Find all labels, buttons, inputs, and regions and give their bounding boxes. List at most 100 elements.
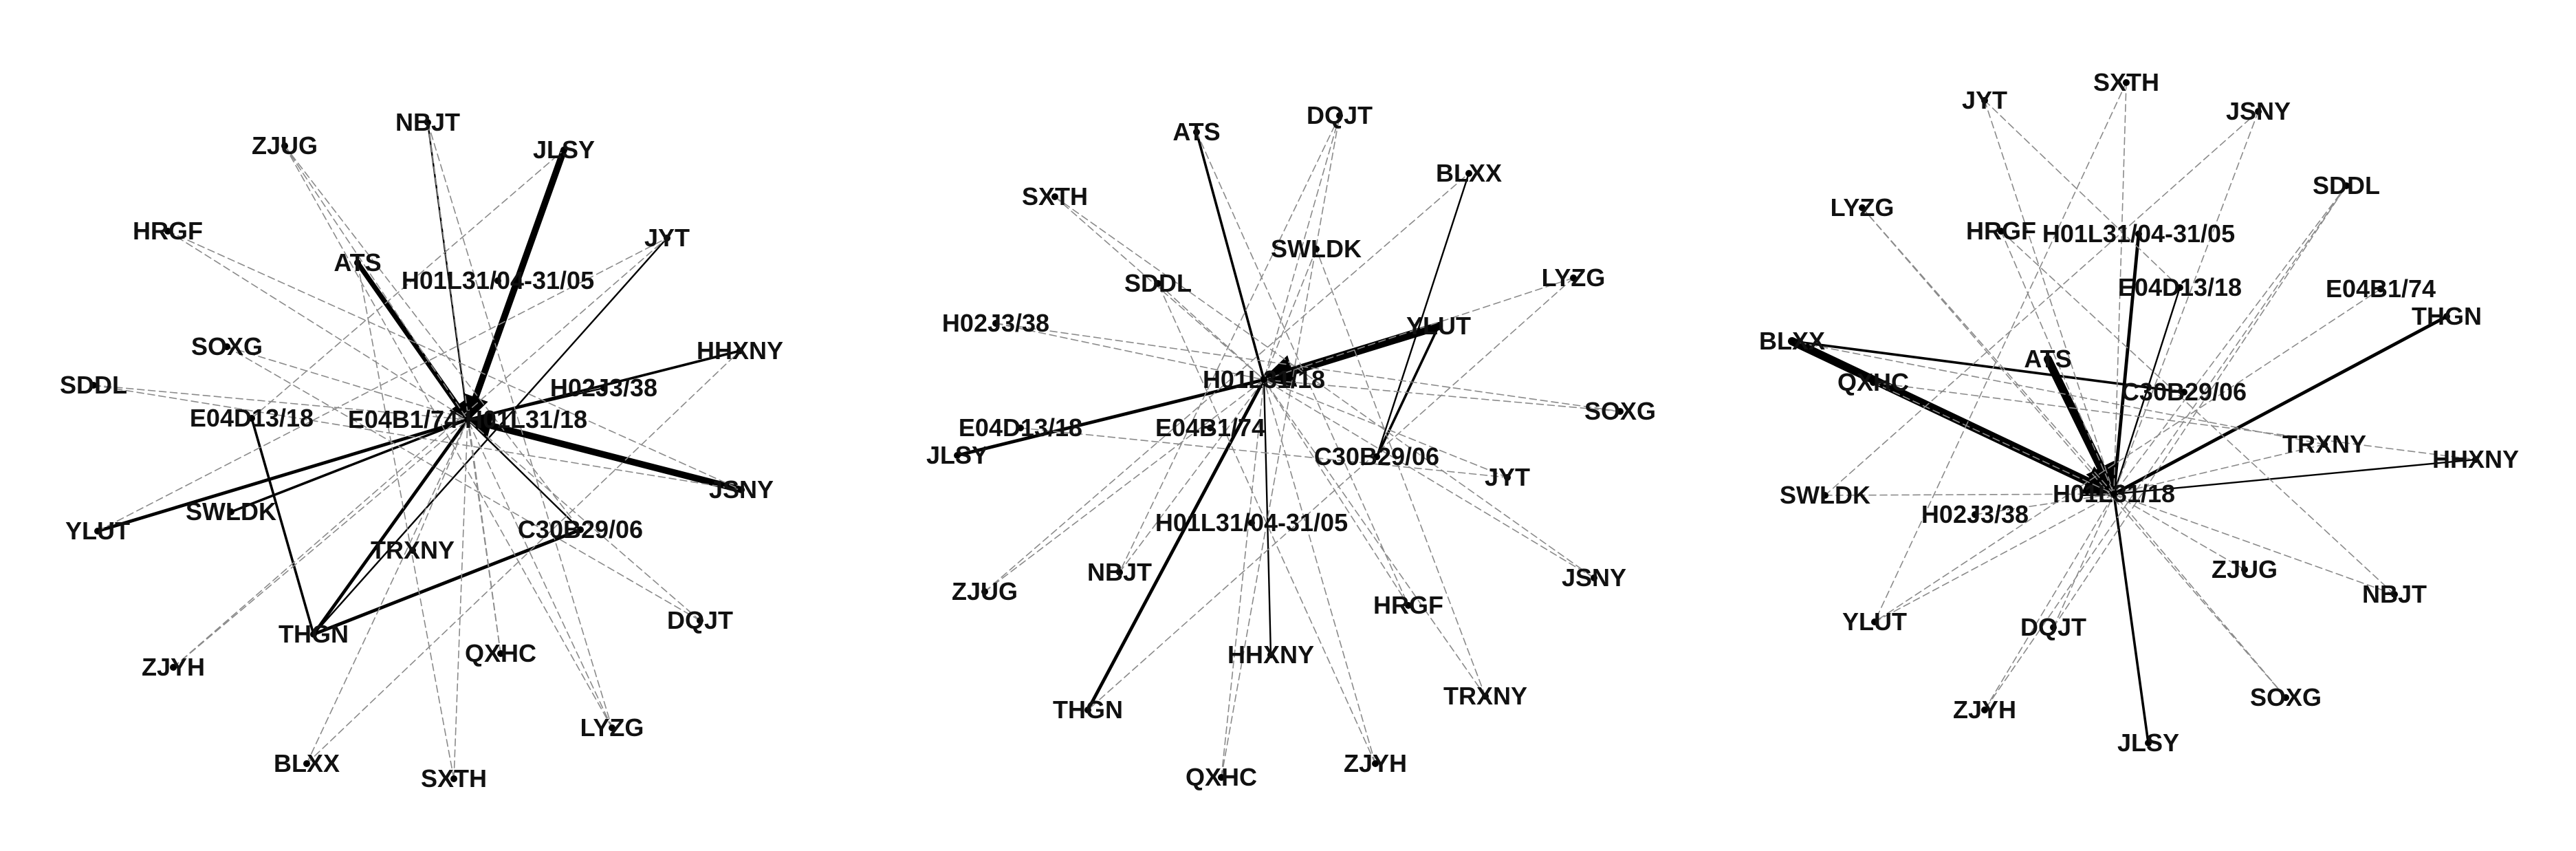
node-label-hhxny: HHXNY	[2432, 445, 2519, 473]
edge-h02j3-to-hub	[995, 323, 1265, 380]
edge-soxg-to-hub	[226, 346, 468, 420]
node-dot-hub	[1260, 376, 1267, 383]
node-label-sxth: SXTH	[1022, 182, 1088, 211]
edge-dqjt-to-sddl	[2053, 185, 2347, 628]
edge-hrgf-to-jsny	[167, 230, 742, 491]
edge-zjyh-to-hub	[173, 419, 468, 668]
node-label-c30b29: C30B29/06	[1314, 442, 1439, 471]
node-dot-nbjt	[2391, 591, 2398, 598]
node-dot-trxny	[2321, 441, 2328, 448]
node-dot-jlsy	[954, 452, 961, 459]
edge-ylut-to-hub	[96, 418, 470, 533]
node-label-ats: ATS	[1172, 118, 1220, 146]
edge-trxny-to-hub	[2113, 444, 2325, 495]
edge-sxth-to-hub	[2113, 82, 2127, 495]
edge-sddl-to-hub	[93, 385, 468, 420]
edge-zjyh-to-hub	[1984, 493, 2115, 711]
node-dot-lyzg	[609, 724, 615, 731]
edge-sddl-to-hub	[2113, 185, 2347, 495]
node-label-hrgf: HRGF	[1373, 591, 1443, 619]
edge-zjug-to-hub	[284, 145, 468, 420]
node-dot-e04b1	[2377, 286, 2384, 292]
node-label-ylut: YLUT	[65, 517, 130, 545]
edge-sxth-to-ylut	[1874, 82, 2127, 623]
edge-sxth-to-hub	[453, 419, 468, 779]
edge-jyt-to-thgn	[312, 237, 668, 636]
network-1: ZJUGNBJTJLSYHRGFATSJYTH01L31/04-31/05SOX…	[60, 108, 783, 793]
edge-qxhc-to-hhxny	[1873, 382, 2476, 460]
node-dot-swldk	[1822, 492, 1829, 499]
edge-qxhc-to-hub	[1221, 379, 1265, 778]
node-dot-blxx	[1465, 170, 1472, 177]
edge-nbjt-to-lyzg	[427, 122, 613, 729]
node-label-jsny: JSNY	[2226, 97, 2291, 125]
node-label-trxny: TRXNY	[1443, 682, 1527, 710]
node-label-ats: ATS	[2024, 345, 2071, 373]
edge-blxx-to-hub	[306, 419, 468, 764]
node-label-h01l31: H01L31/04-31/05	[1155, 508, 1348, 537]
edge-lyzg-to-soxg	[1862, 207, 2286, 698]
node-label-blxx: BLXX	[1436, 159, 1502, 187]
edge-ats-to-hrgf	[1196, 131, 1409, 606]
node-label-e04d13: E04D13/18	[190, 404, 314, 432]
node-dot-zjug	[281, 142, 288, 149]
edge-lyzg-to-thgn	[1087, 277, 1574, 711]
node-dot-zjyh	[170, 664, 177, 671]
node-label-zjug: ZJUG	[2212, 555, 2278, 583]
edge-dqjt-to-hub	[2053, 493, 2115, 628]
node-dot-soxg	[2282, 694, 2289, 701]
edge-zjyh-to-sddl	[1157, 283, 1376, 764]
edge-sddl-to-hub	[1157, 283, 1265, 380]
node-label-zjyh: ZJYH	[1953, 696, 2016, 724]
edge-blxx-to-hub	[1788, 337, 2118, 498]
node-dot-qxhc	[1870, 379, 1877, 386]
node-dot-swldk	[228, 508, 234, 515]
node-dot-e04d13	[1017, 424, 1024, 431]
edge-jsny-to-swldk	[1824, 111, 2259, 496]
node-dot-c30b29	[1373, 453, 1380, 460]
node-dot-qxhc	[497, 650, 504, 657]
edges	[1788, 82, 2477, 744]
node-dot-thgn	[2443, 313, 2450, 320]
node-dot-soxg	[1617, 408, 1624, 415]
edge-ylut-to-hub	[1260, 322, 1443, 387]
node-label-dqjt: DQJT	[1307, 101, 1373, 129]
node-label-hub: H01L31/18	[1203, 365, 1325, 394]
edge-c30b29-to-hub	[466, 418, 582, 531]
edge-jlsy-to-hub	[463, 147, 567, 423]
edge-thgn-to-e04d13	[250, 417, 315, 636]
node-label-thgn: THGN	[1053, 696, 1123, 724]
node-label-lyzg: LYZG	[1542, 263, 1606, 292]
node-label-nbjt: NBJT	[1087, 558, 1152, 586]
edge-trxny-to-swldk	[1316, 248, 1486, 697]
node-dot-e04b1	[1207, 424, 1214, 431]
node-dot-qxhc	[1218, 774, 1225, 781]
node-dot-h02j3	[600, 385, 607, 391]
node-label-h02j3: H02J3/38	[550, 374, 657, 402]
node-dot-zjug	[981, 588, 988, 595]
node-label-h01l31: H01L31/04-31/05	[2042, 219, 2235, 248]
edge-e04d13-to-jyt	[1020, 427, 1508, 478]
edge-lyzg-to-hub	[1263, 277, 1574, 380]
node-label-trxny: TRXNY	[371, 536, 455, 564]
node-dot-jsny	[2255, 108, 2262, 115]
node-dot-sddl	[90, 382, 97, 389]
edge-blxx-to-hhxny	[306, 350, 741, 764]
node-label-dqjt: DQJT	[667, 606, 733, 634]
edge-hrgf-to-nbjt	[2000, 230, 2395, 595]
edge-lyzg-to-hub	[1862, 207, 2115, 495]
edge-qxhc-to-nbjt	[427, 122, 501, 654]
edge-zjyh-to-hub	[1263, 379, 1376, 764]
edge-soxg-to-hub	[1263, 379, 1621, 412]
node-dot-lyzg	[1570, 274, 1577, 281]
node-label-sddl: SDDL	[60, 371, 127, 399]
node-label-jlsy: JLSY	[926, 441, 988, 469]
node-dot-sddl	[1155, 280, 1161, 287]
node-dot-ats	[354, 259, 361, 266]
node-label-lyzg: LYZG	[1831, 193, 1895, 222]
node-label-e04b1: E04B1/74	[1155, 413, 1265, 442]
node-dot-e04d13	[2176, 284, 2183, 291]
node-label-nbjt: NBJT	[395, 108, 460, 136]
node-label-lyzg: LYZG	[580, 713, 644, 742]
